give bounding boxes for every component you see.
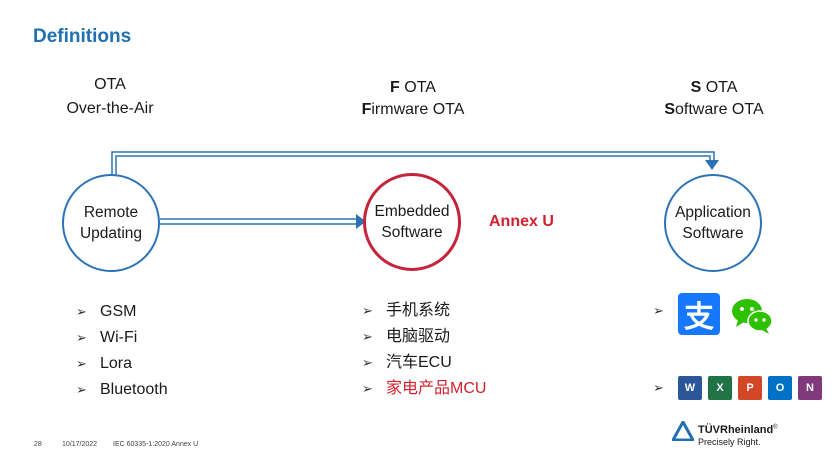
word-icon: W — [678, 376, 702, 400]
list-item: ➢ GSM — [76, 299, 168, 325]
top-arrow-outer-line — [111, 151, 715, 176]
circle-remote-updating: Remote Updating — [62, 174, 160, 272]
bullet-arrow-icon: ➢ — [362, 381, 373, 396]
heading-ota: OTA Over-the-Air — [10, 74, 210, 120]
list-item-text: GSM — [100, 303, 137, 320]
list-item-text-highlight: 家电产品MCU — [386, 380, 487, 397]
heading-sota-line1: S OTA — [614, 77, 814, 99]
slide-title: Definitions — [33, 26, 132, 47]
top-arrow-head — [705, 160, 719, 170]
alipay-icon: 支 — [678, 293, 720, 335]
heading-fota-rest2: irmware OTA — [371, 101, 465, 118]
top-arrow-inner-line — [115, 155, 711, 176]
list-item: ➢ Lora — [76, 351, 168, 377]
bullet-arrow-icon: ➢ — [76, 330, 87, 345]
list-item: ➢ Wi-Fi — [76, 325, 168, 351]
annex-u-label: Annex U — [489, 213, 554, 230]
circle-remote-line2: Updating — [79, 225, 143, 242]
tuv-triangle-logo-icon — [672, 421, 694, 441]
mid-arrow-head — [356, 214, 366, 229]
heading-sota-rest1: OTA — [701, 79, 738, 96]
list-item: ➢ 手机系统 — [362, 298, 486, 324]
heading-sota: S OTA Software OTA — [614, 77, 814, 121]
top-double-arrow — [111, 151, 719, 176]
brand-reg-mark: ® — [773, 424, 778, 431]
heading-sota-rest2: oftware OTA — [675, 101, 764, 118]
bullet-arrow-icon: ➢ — [653, 380, 664, 395]
heading-fota-bold1: F — [390, 79, 400, 96]
heading-ota-line1: OTA — [94, 76, 126, 93]
bullet-arrow-icon: ➢ — [362, 329, 373, 344]
outlook-icon: O — [768, 376, 792, 400]
middle-double-arrow — [160, 214, 366, 229]
footer-standard: IEC 60335-1:2020 Annex U — [113, 441, 199, 448]
heading-sota-line2: Software OTA — [614, 99, 814, 121]
circle-embedded-line2: Software — [381, 224, 443, 241]
list-item: ➢ Bluetooth — [76, 377, 168, 403]
circle-application-line1: Application — [675, 204, 751, 221]
heading-sota-bold2: S — [664, 101, 676, 118]
circle-embedded-software: Embedded Software — [363, 173, 461, 271]
list-item: ➢ 电脑驱动 — [362, 324, 486, 350]
circle-embedded-line1: Embedded — [374, 203, 450, 220]
heading-fota-bold2: F — [361, 101, 372, 118]
excel-icon: X — [708, 376, 732, 400]
list-item: ➢ 汽车ECU — [362, 350, 486, 376]
heading-ota-line2: Over-the-Air — [66, 100, 154, 117]
list-item-text: Lora — [100, 355, 133, 372]
list-item-text: 电脑驱动 — [386, 328, 451, 345]
bullet-list-comm: ➢ GSM ➢ Wi-Fi ➢ Lora ➢ Bluetooth — [76, 299, 168, 403]
circle-application-line2: Software — [682, 225, 744, 242]
powerpoint-icon: P — [738, 376, 762, 400]
onenote-icon: N — [798, 376, 822, 400]
bullet-arrow-icon: ➢ — [362, 303, 373, 318]
office-icons: W X P O N — [678, 376, 822, 400]
heading-fota-rest1: OTA — [399, 79, 436, 96]
heading-sota-bold1: S — [690, 79, 702, 96]
bullet-arrow-icon: ➢ — [653, 303, 664, 318]
brand-tagline: Precisely Right. — [698, 437, 761, 447]
list-item-text: 汽车ECU — [386, 354, 452, 371]
brand-name-text: TÜVRheinland — [698, 424, 774, 436]
footer-page-number: 28 — [34, 441, 42, 448]
list-item-text: Bluetooth — [100, 381, 168, 398]
heading-fota-line1: F OTA — [313, 77, 513, 99]
bullet-arrow-icon: ➢ — [76, 382, 87, 397]
bullet-arrow-icon: ➢ — [76, 356, 87, 371]
bullet-list-embedded: ➢ 手机系统 ➢ 电脑驱动 ➢ 汽车ECU ➢ 家电产品MCU — [362, 298, 486, 402]
brand-name: TÜVRheinland® — [698, 424, 778, 436]
circle-application-software: Application Software — [664, 174, 762, 272]
list-item-text: Wi-Fi — [100, 329, 138, 346]
bullet-arrow-icon: ➢ — [76, 304, 87, 319]
heading-fota: F OTA Firmware OTA — [313, 77, 513, 121]
heading-fota-line2: Firmware OTA — [313, 99, 513, 121]
bullet-arrow-icon: ➢ — [362, 355, 373, 370]
footer-date: 10/17/2022 — [62, 441, 98, 448]
wechat-icon — [732, 299, 773, 334]
circle-remote-line1: Remote — [83, 204, 139, 221]
list-item: ➢ 家电产品MCU — [362, 376, 486, 402]
alipay-glyph: 支 — [684, 301, 714, 334]
list-item-text: 手机系统 — [386, 302, 451, 319]
